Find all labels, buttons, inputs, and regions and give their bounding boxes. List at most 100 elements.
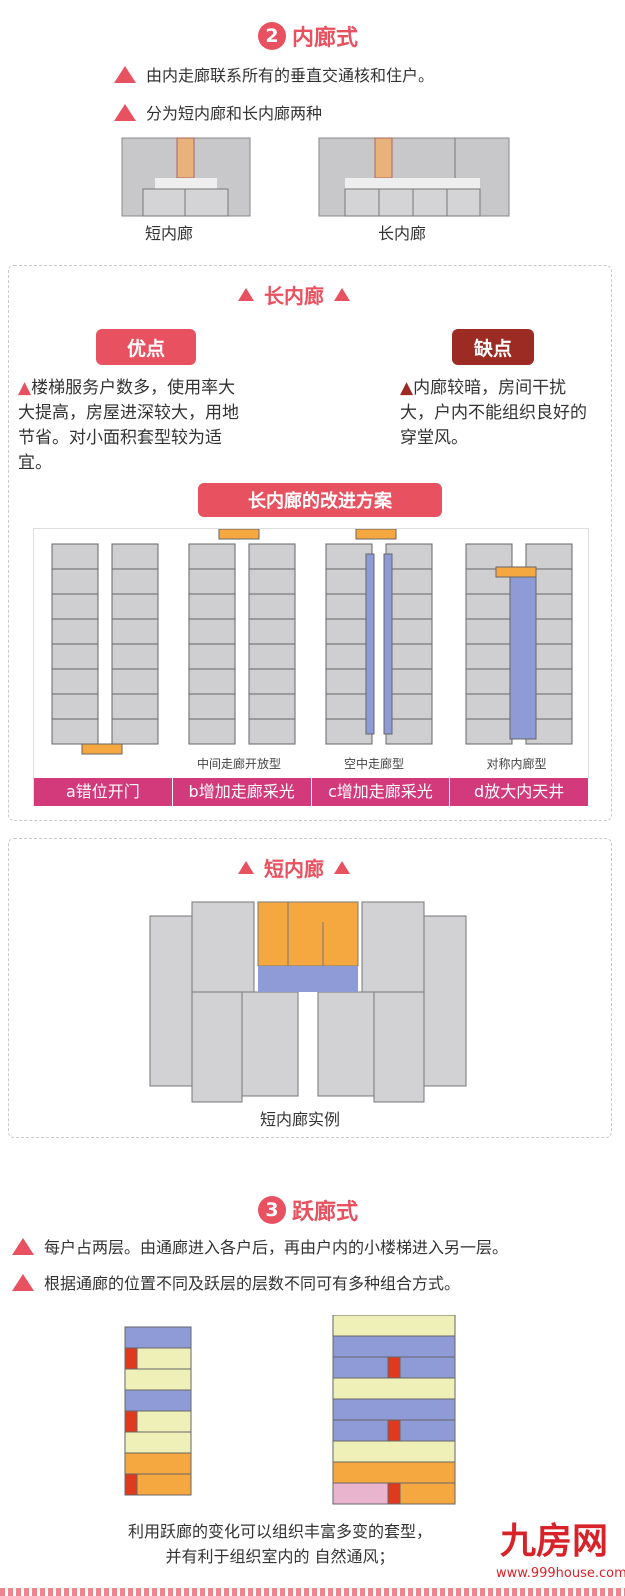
bullet-item: 每户占两层。由通廊进入各户后，再由户内的小楼梯进入另一层。 (12, 1234, 508, 1258)
pros-text: ▲楼梯服务户数多，使用率大大提高，房屋进深较大，用地节省。对小面积套型较为适宜。 (18, 378, 239, 473)
triangle-icon (12, 1273, 34, 1291)
stair-core (218, 529, 260, 540)
unit-room (111, 693, 159, 720)
caption-line-1: 利用跃廊的变化可以组织丰富多变的套型， (127, 1522, 432, 1541)
improvement-title: 长内廊的改进方案 (198, 483, 442, 517)
unit-room (248, 693, 296, 720)
subtitle-text: 长内廊 (264, 284, 324, 308)
stair-core (495, 566, 537, 578)
unit-room (325, 543, 373, 570)
unit-room (188, 668, 236, 695)
bullet-text: 每户占两层。由通廊进入各户后，再由户内的小楼梯进入另一层。 (44, 1238, 509, 1257)
unit-room (51, 668, 99, 695)
unit-room (248, 618, 296, 645)
stair-core (81, 743, 123, 755)
cons-text: ▲内廊较暗，房间干扰大，户内不能组织良好的穿堂风。 (400, 378, 587, 448)
number-badge: 3 (258, 1196, 286, 1224)
floor-slab (332, 1398, 456, 1421)
floor-slab (332, 1377, 456, 1400)
unit-room (465, 668, 513, 695)
floor-slab (124, 1389, 192, 1412)
atrium (509, 568, 537, 740)
unit-room (248, 593, 296, 620)
bullet-item: 根据通廊的位置不同及跃层的层数不同可有多种组合方式。 (12, 1270, 460, 1294)
long-corridor-label: 长内廊 (378, 224, 427, 243)
unit-room (248, 643, 296, 670)
unit-room (248, 543, 296, 570)
unit-room (111, 568, 159, 595)
corridor-entry (124, 1473, 138, 1496)
unit-room (248, 568, 296, 595)
unit-room (325, 643, 373, 670)
unit-room (465, 643, 513, 670)
unit-room (111, 618, 159, 645)
unit-room (111, 643, 159, 670)
unit-room (111, 718, 159, 745)
decorative-bottom-border (0, 1588, 625, 1596)
unit-room (385, 668, 433, 695)
pros-label: 优点 (96, 329, 196, 365)
triangle-icon (114, 65, 136, 83)
plan-a-caption: a错位开门 (34, 778, 173, 806)
triangle-icon (238, 861, 254, 874)
unit-room (51, 543, 99, 570)
section-3-title: 3 跃廊式 (258, 1194, 358, 1226)
improvement-plans-diagram (51, 529, 573, 755)
floor-slab (332, 1335, 456, 1358)
cons-text-content: 内廊较暗，房间干扰大，户内不能组织良好的穿堂风。 (400, 378, 587, 448)
unit-room (325, 693, 373, 720)
unit-room (385, 718, 433, 745)
plan-c-caption: c增加走廊采光 (312, 778, 451, 806)
short-corridor-title: 短内廊 (238, 853, 350, 882)
corridor-entry (124, 1410, 138, 1433)
unit-room (188, 643, 236, 670)
section-title-text: 跃廊式 (292, 1200, 359, 1225)
floor-slab (124, 1368, 192, 1391)
unit-room (188, 618, 236, 645)
bullet-text: 分为短内廊和长内廊两种 (146, 104, 323, 123)
plan-b-caption: b增加走廊采光 (173, 778, 312, 806)
short-corridor-plan (121, 137, 251, 217)
subtitle-text: 短内廊 (264, 857, 324, 881)
unit-room (248, 718, 296, 745)
triangle-icon (238, 288, 254, 301)
light-well (383, 553, 393, 735)
corridor-entry (387, 1482, 401, 1505)
bullet-item: 分为短内廊和长内廊两种 (114, 100, 322, 124)
long-corridor-panel (8, 265, 612, 821)
pros-text-content: 楼梯服务户数多，使用率大大提高，房屋进深较大，用地节省。对小面积套型较为适宜。 (18, 378, 239, 473)
bullet-text: 根据通廊的位置不同及跃层的层数不同可有多种组合方式。 (44, 1274, 461, 1293)
duplex-section-diagrams (124, 1315, 456, 1505)
triangle-icon (12, 1237, 34, 1255)
corridor-entry (387, 1356, 401, 1379)
unit-room (188, 718, 236, 745)
improvement-plans-panel: 中间走廊开放型 空中走廊型 对称内廊型 a错位开门 b增加走廊采光 c增加走廊采… (33, 528, 589, 806)
unit-room (325, 568, 373, 595)
unit-room (325, 618, 373, 645)
unit-room (111, 668, 159, 695)
unit-room (188, 543, 236, 570)
unit-room (188, 693, 236, 720)
unit-room (51, 568, 99, 595)
long-corridor-title: 长内廊 (238, 280, 350, 309)
bullet-text: 由内走廊联系所有的垂直交通核和住户。 (146, 66, 435, 85)
unit-room (51, 643, 99, 670)
unit-room (465, 543, 513, 570)
triangle-icon (334, 288, 350, 301)
short-corridor-example-label: 短内廊实例 (260, 1110, 341, 1129)
long-corridor-plan (318, 137, 510, 217)
unit-room (385, 543, 433, 570)
floor-slab (332, 1315, 456, 1337)
caption-line-2: 并有利于组织室内的 自然通风； (165, 1547, 395, 1566)
unit-room (385, 618, 433, 645)
watermark-logo: 九房网 (500, 1521, 609, 1562)
plan-d-caption: d放大内天井 (450, 778, 589, 806)
floor-slab (124, 1431, 192, 1454)
triangle-icon (334, 861, 350, 874)
unit-room (188, 593, 236, 620)
unit-room (51, 618, 99, 645)
plan-b-subcaption: 中间走廊开放型 (196, 757, 281, 771)
unit-room (325, 718, 373, 745)
plan-c-subcaption: 空中走廊型 (343, 757, 404, 771)
stair-core (355, 529, 397, 540)
